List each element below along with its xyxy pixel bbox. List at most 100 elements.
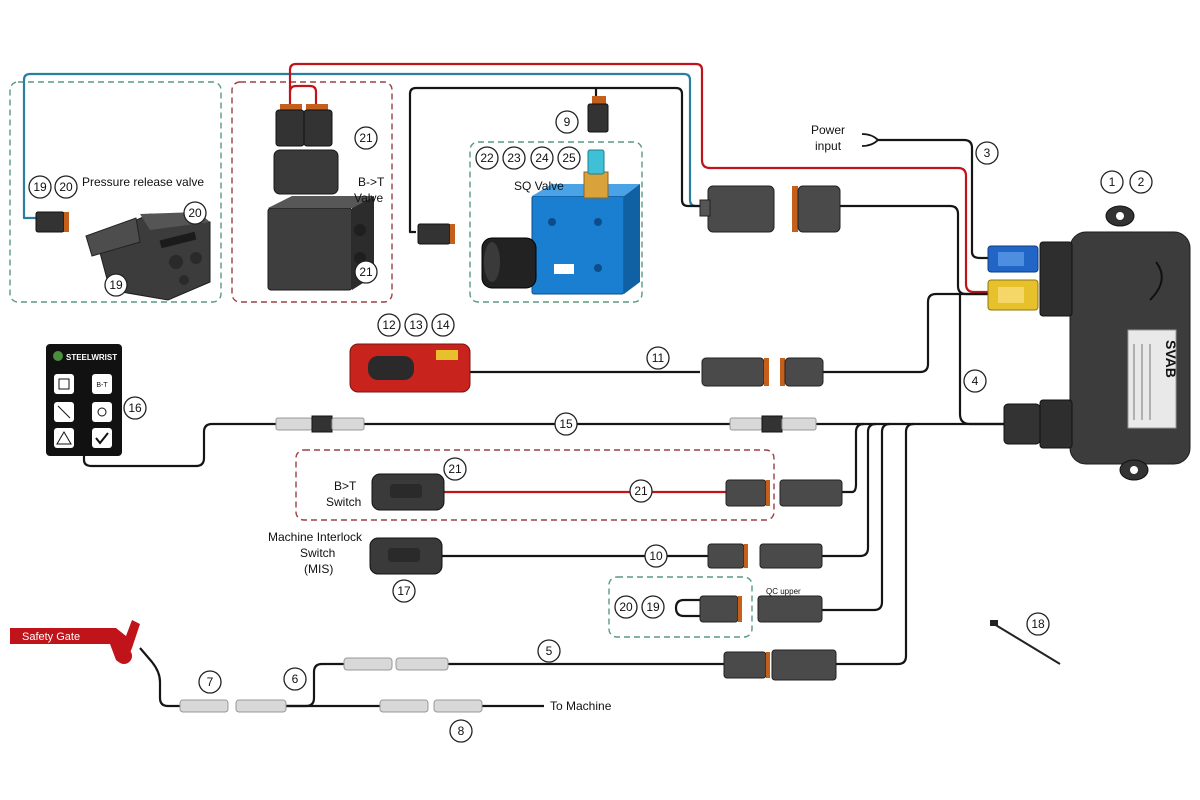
qc-loop: [674, 598, 700, 618]
bt-valve-connector-b[interactable]: [303, 104, 333, 147]
svg-text:22: 22: [480, 151, 494, 165]
tilt-button[interactable]: [54, 374, 74, 394]
bucket-button[interactable]: [54, 402, 74, 422]
callout-12: 12: [377, 313, 401, 337]
black-wire-sq: [408, 86, 708, 234]
qc-connector-m[interactable]: [757, 595, 823, 623]
branch-mis: [822, 422, 877, 558]
wire-15: [82, 422, 278, 468]
svg-text:9: 9: [564, 115, 571, 129]
callout-16: 16: [123, 396, 147, 420]
inline-connector-15-right[interactable]: [729, 415, 817, 433]
yellow-connector[interactable]: [987, 279, 1039, 311]
blue-connector[interactable]: [987, 245, 1039, 273]
svab-label-lines: [1133, 344, 1151, 420]
callout-25: 25: [557, 146, 581, 170]
bt-switch-connector-m[interactable]: [779, 479, 843, 507]
bt-switch-connector-f[interactable]: [725, 479, 770, 507]
spade-connector-7b[interactable]: [235, 699, 287, 713]
qc-upper-group: [608, 576, 753, 638]
wire5-connector-m[interactable]: [771, 649, 837, 681]
svg-text:18: 18: [1031, 617, 1045, 631]
red-wire-bt-2: [288, 84, 318, 110]
sq-valve-connector[interactable]: [587, 96, 609, 133]
callout-20-prv: 20: [54, 175, 78, 199]
sq-valve-label: SQ Valve: [514, 179, 564, 193]
callout-18: 18: [1026, 612, 1050, 636]
wire-11b: [822, 292, 994, 374]
bt-switch[interactable]: [371, 473, 445, 511]
svg-text:21: 21: [359, 131, 373, 145]
remote-connector-m[interactable]: [780, 357, 824, 387]
callout-2: 2: [1129, 170, 1153, 194]
mis-label-3: (MIS): [304, 562, 333, 576]
callout-20-valve: 20: [183, 201, 207, 225]
control-unit-harness-socket[interactable]: [1003, 403, 1041, 445]
lock-button[interactable]: [92, 402, 112, 422]
svg-text:21: 21: [448, 462, 462, 476]
control-unit: [1039, 205, 1191, 481]
callout-23: 23: [502, 146, 526, 170]
callout-21-bt-switch: 21: [443, 457, 467, 481]
callout-22: 22: [475, 146, 499, 170]
to-machine-label: To Machine: [550, 699, 612, 713]
svg-text:16: 16: [128, 401, 142, 415]
svg-text:12: 12: [382, 318, 396, 332]
spade-connector-8a[interactable]: [379, 699, 429, 713]
svg-text:10: 10: [649, 549, 663, 563]
power-input-label-2: input: [815, 139, 842, 153]
svg-text:4: 4: [972, 374, 979, 388]
remote-connector-f[interactable]: [701, 357, 769, 387]
svg-text:5: 5: [546, 644, 553, 658]
callout-19-valve: 19: [104, 273, 128, 297]
harness-connector-female[interactable]: [699, 185, 775, 233]
svg-text:7: 7: [207, 675, 214, 689]
steelwrist-logo: [53, 351, 63, 361]
wire-7: [139, 647, 180, 708]
mis-switch[interactable]: [369, 537, 443, 575]
svg-text:15: 15: [559, 417, 573, 431]
callout-21-bt-valve-bottom: 21: [354, 260, 378, 284]
callout-17: 17: [392, 579, 416, 603]
power-input-wire: [878, 138, 994, 260]
qc-connector-f[interactable]: [699, 595, 742, 623]
svab-label: SVAB: [1163, 340, 1179, 378]
bt-switch-group: [295, 449, 775, 521]
check-button[interactable]: [92, 428, 112, 448]
sq-valve: [481, 149, 640, 295]
sq-valve-group: [469, 141, 643, 303]
spade-connector-6b[interactable]: [395, 657, 449, 671]
inline-connector-15-left[interactable]: [275, 415, 365, 433]
branch-5: [836, 422, 915, 666]
svg-text:2: 2: [1138, 175, 1145, 189]
callout-3: 3: [975, 141, 999, 165]
wire-4: [958, 294, 1004, 426]
mis-connector-m[interactable]: [759, 543, 823, 569]
svg-text:20: 20: [619, 600, 633, 614]
warning-button[interactable]: [54, 428, 74, 448]
pressure-release-valve-group: [9, 81, 222, 303]
svg-text:6: 6: [292, 672, 299, 686]
callout-13: 13: [404, 313, 428, 337]
bt-valve-connector-a[interactable]: [275, 104, 305, 147]
callout-20-qc: 20: [614, 595, 638, 619]
wire5-connector-f[interactable]: [723, 651, 770, 679]
svg-text:13: 13: [409, 318, 423, 332]
pressure-release-connector[interactable]: [35, 211, 69, 233]
safety-gate: [10, 620, 140, 664]
harness-connector-male[interactable]: [792, 185, 841, 233]
power-input-label-1: Power: [811, 123, 845, 137]
mis-connector-f[interactable]: [707, 543, 748, 569]
svg-text:19: 19: [109, 278, 123, 292]
spade-connector-8b[interactable]: [433, 699, 483, 713]
sq-valve-side-connector[interactable]: [417, 223, 455, 245]
spade-connector-7a[interactable]: [179, 699, 229, 713]
bt-button[interactable]: B-T: [92, 374, 112, 394]
callout-9: 9: [555, 110, 579, 134]
bt-switch-label-1: B>T: [334, 479, 357, 493]
spade-connector-6a[interactable]: [343, 657, 393, 671]
branch-qc: [822, 422, 891, 612]
svg-text:11: 11: [652, 351, 665, 365]
red-remote[interactable]: [349, 343, 471, 393]
